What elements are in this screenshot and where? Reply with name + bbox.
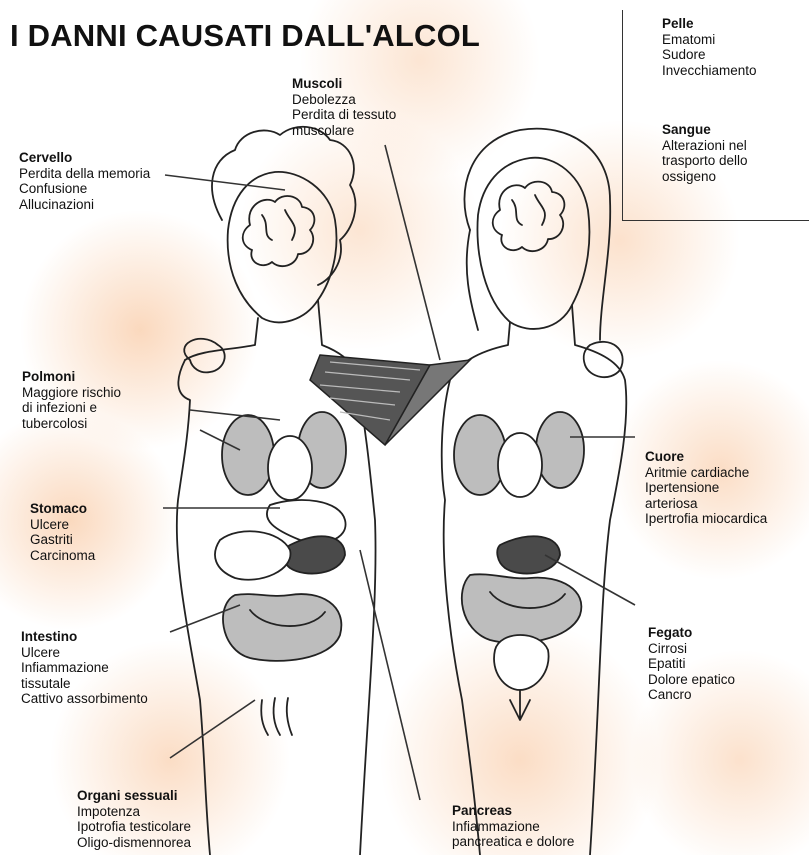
label-cervello-line: Allucinazioni: [19, 197, 150, 213]
label-intestino-heading: Intestino: [21, 629, 148, 645]
label-polmoni-line: tubercolosi: [22, 416, 121, 432]
label-pelle: Pelle Ematomi Sudore Invecchiamento: [662, 16, 757, 78]
male-brain: [243, 196, 315, 266]
label-sangue-line: ossigeno: [662, 169, 748, 185]
label-intestino-line: Cattivo assorbimento: [21, 691, 148, 707]
label-cuore-line: Aritmie cardiache: [645, 465, 767, 481]
label-intestino: Intestino Ulcere Infiammazione tissutale…: [21, 629, 148, 707]
label-stomaco: Stomaco Ulcere Gastriti Carcinoma: [30, 501, 95, 563]
label-organi-sessuali-line: Oligo-dismennorea: [77, 835, 191, 851]
label-sangue-heading: Sangue: [662, 122, 748, 138]
label-polmoni-heading: Polmoni: [22, 369, 121, 385]
label-cuore-heading: Cuore: [645, 449, 767, 465]
label-cervello-heading: Cervello: [19, 150, 150, 166]
label-cuore-line: arteriosa: [645, 496, 767, 512]
pointer-polmoni: [190, 410, 280, 420]
label-fegato-line: Dolore epatico: [648, 672, 735, 688]
label-cuore-line: Ipertensione: [645, 480, 767, 496]
label-organi-sessuali: Organi sessuali Impotenza Ipotrofia test…: [77, 788, 191, 850]
label-polmoni-line: di infezioni e: [22, 400, 121, 416]
male-head: [228, 172, 337, 322]
label-organi-sessuali-line: Ipotrofia testicolare: [77, 819, 191, 835]
label-sangue: Sangue Alterazioni nel trasporto dello o…: [662, 122, 748, 184]
male-intestine: [223, 594, 341, 661]
label-muscoli-line: Perdita di tessuto: [292, 107, 396, 123]
female-intestine: [462, 574, 582, 643]
label-fegato-heading: Fegato: [648, 625, 735, 641]
label-fegato-line: Epatiti: [648, 656, 735, 672]
label-cuore-line: Ipertrofia miocardica: [645, 511, 767, 527]
label-pancreas-line: Infiammazione: [452, 819, 574, 835]
label-pancreas: Pancreas Infiammazione pancreatica e dol…: [452, 803, 574, 850]
label-fegato-line: Cancro: [648, 687, 735, 703]
male-lower: [261, 698, 292, 735]
pointer-pancreas: [360, 550, 420, 800]
label-intestino-line: tissutale: [21, 676, 148, 692]
label-muscoli-line: Debolezza: [292, 92, 396, 108]
label-pelle-line: Ematomi: [662, 32, 757, 48]
male-liver: [284, 536, 345, 573]
male-shoulder: [184, 339, 225, 373]
pointer-cervello: [165, 175, 285, 190]
label-cuore: Cuore Aritmie cardiache Ipertensione art…: [645, 449, 767, 527]
label-muscoli-heading: Muscoli: [292, 76, 396, 92]
pointer-muscoli: [385, 145, 440, 360]
female-heart: [498, 433, 542, 497]
male-heart: [268, 436, 312, 500]
label-cervello-line: Perdita della memoria: [19, 166, 150, 182]
label-intestino-line: Infiammazione: [21, 660, 148, 676]
label-organi-sessuali-heading: Organi sessuali: [77, 788, 191, 804]
label-muscoli: Muscoli Debolezza Perdita di tessuto mus…: [292, 76, 396, 138]
label-pelle-line: Sudore: [662, 47, 757, 63]
label-sangue-line: Alterazioni nel: [662, 138, 748, 154]
female-shoulder: [584, 342, 623, 377]
label-polmoni-line: Maggiore rischio: [22, 385, 121, 401]
female-brain: [493, 182, 565, 252]
female-head: [477, 158, 589, 329]
label-stomaco-line: Gastriti: [30, 532, 95, 548]
female-lung-right: [536, 412, 584, 488]
female-liver: [497, 536, 560, 573]
label-stomaco-line: Ulcere: [30, 517, 95, 533]
male-lung-left: [222, 415, 274, 495]
label-stomaco-line: Carcinoma: [30, 548, 95, 564]
label-pelle-heading: Pelle: [662, 16, 757, 32]
label-pancreas-heading: Pancreas: [452, 803, 574, 819]
female-uterus: [494, 635, 549, 690]
label-cervello-line: Confusione: [19, 181, 150, 197]
label-stomaco-heading: Stomaco: [30, 501, 95, 517]
pointer-organi: [170, 700, 255, 758]
male-stomach: [267, 500, 346, 543]
label-muscoli-line: muscolare: [292, 123, 396, 139]
female-hair: [464, 129, 610, 340]
label-fegato-line: Cirrosi: [648, 641, 735, 657]
label-fegato: Fegato Cirrosi Epatiti Dolore epatico Ca…: [648, 625, 735, 703]
label-cervello: Cervello Perdita della memoria Confusion…: [19, 150, 150, 212]
label-pelle-line: Invecchiamento: [662, 63, 757, 79]
label-polmoni: Polmoni Maggiore rischio di infezioni e …: [22, 369, 121, 431]
label-organi-sessuali-line: Impotenza: [77, 804, 191, 820]
label-sangue-line: trasporto dello: [662, 153, 748, 169]
label-intestino-line: Ulcere: [21, 645, 148, 661]
label-pancreas-line: pancreatica e dolore: [452, 834, 574, 850]
